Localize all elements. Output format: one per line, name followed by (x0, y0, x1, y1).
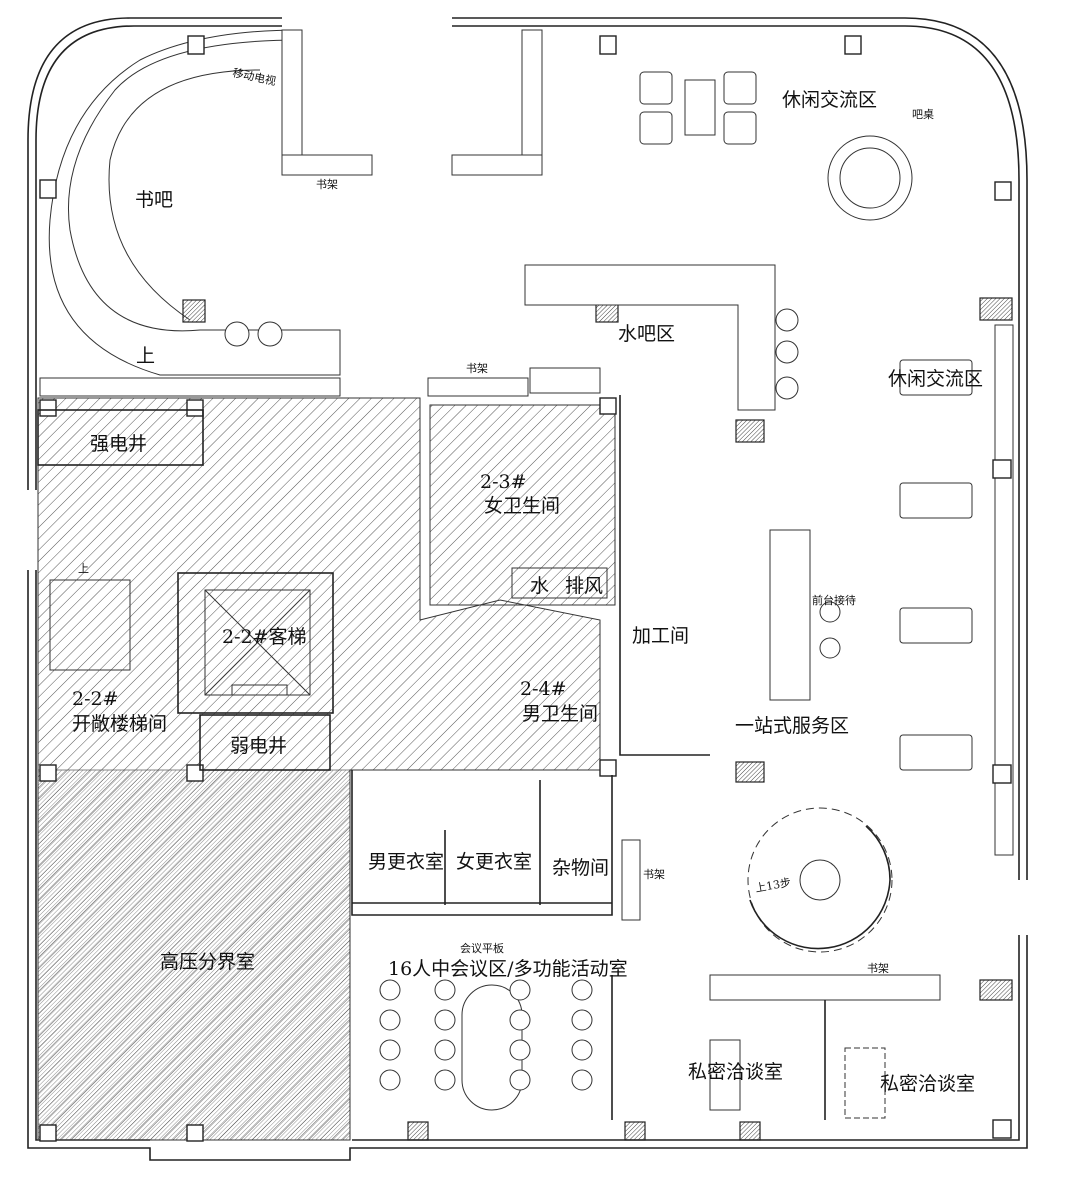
label-meeting-room: 16人中会议区/多功能活动室 (388, 958, 628, 980)
label-male-wc: 男卫生间 (522, 703, 598, 725)
bookshelves (39, 29, 1014, 1001)
label-processing-room: 加工间 (632, 625, 689, 647)
meeting-room-furniture (379, 979, 886, 1119)
columns (39, 35, 1013, 1142)
label-storage: 杂物间 (552, 857, 609, 879)
label-lounge: 休闲交流区 (782, 89, 877, 111)
label-spiral-stair: 上13步 (754, 876, 792, 895)
label-stair: 开敞楼梯间 (72, 713, 167, 735)
label-male-wc-no: 2-4# (520, 678, 567, 700)
label-book-bar: 书吧 (135, 189, 173, 211)
label-meeting-panel: 会议平板 (460, 941, 504, 955)
outer-walls (27, 17, 1028, 1161)
room-labels: 书吧 移动电视 书架 书架 书架 书架 休闲交流区 吧桌 水吧区 休闲交流区 强… (72, 65, 983, 1095)
lounge-furniture (524, 71, 973, 771)
label-male-locker: 男更衣室 (368, 851, 444, 873)
label-female-locker: 女更衣室 (456, 851, 532, 873)
label-water-bar: 水吧区 (618, 323, 675, 345)
label-private-room: 私密洽谈室 (688, 1061, 783, 1083)
label-power-shaft: 强电井 (90, 433, 147, 455)
label-lounge: 休闲交流区 (888, 368, 983, 390)
interior-walls (37, 395, 826, 1120)
label-service-area: 一站式服务区 (735, 715, 849, 737)
label-hv-room: 高压分界室 (160, 951, 255, 973)
label-bookshelf: 书架 (643, 868, 665, 881)
label-elevator: 2-2#客梯 (222, 626, 307, 648)
label-female-wc: 女卫生间 (484, 495, 560, 517)
label-water: 水 (530, 575, 549, 597)
book-bar-counter (48, 29, 341, 376)
spiral-stair (747, 807, 893, 953)
label-bar-table: 吧桌 (912, 108, 934, 121)
label-bookshelf: 书架 (316, 178, 338, 191)
label-private-room: 私密洽谈室 (880, 1073, 975, 1095)
label-exhaust: 排风 (565, 575, 603, 597)
label-stair-no: 2-2# (72, 688, 119, 710)
label-up: 上 (136, 345, 155, 367)
label-up: 上 (78, 562, 89, 575)
meeting-chairs (379, 979, 593, 1091)
label-reception: 前台接待 (812, 593, 856, 607)
label-mobile-tv: 移动电视 (231, 65, 277, 88)
label-weak-shaft: 弱电井 (230, 735, 287, 757)
label-bookshelf: 书架 (466, 362, 488, 375)
label-female-wc-no: 2-3# (480, 471, 527, 493)
label-bookshelf: 书架 (867, 962, 889, 975)
